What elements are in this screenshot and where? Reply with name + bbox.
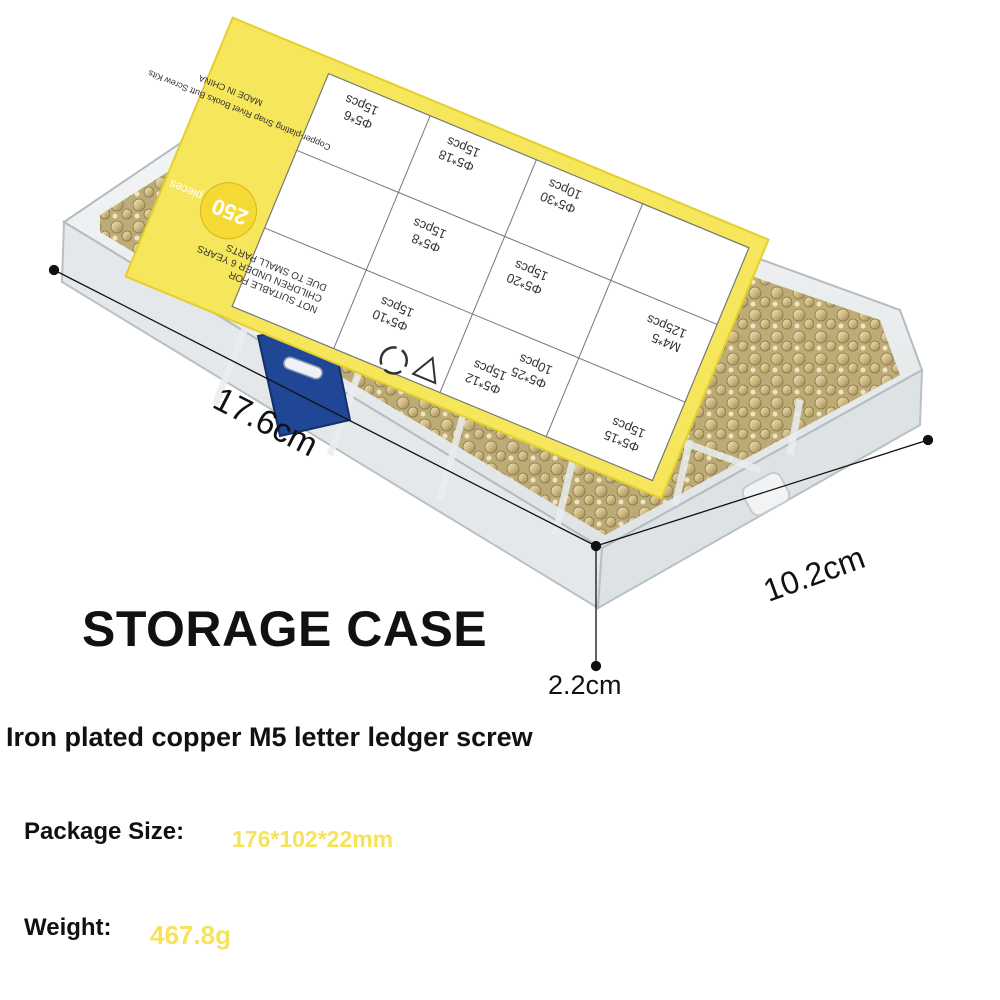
dimension-endpoint [590, 660, 602, 672]
headline: STORAGE CASE [82, 601, 488, 657]
weight-value: 467.8g [150, 920, 231, 950]
case-label: Φ5*30 10pcs Φ5*18 15pcs Φ5*6 15pcs Φ5*20… [124, 16, 770, 500]
height-dimension-label: 2.2cm [548, 670, 622, 700]
label-grid [264, 115, 718, 437]
width-dimension-label: 10.2cm [759, 539, 870, 609]
dimension-endpoint [922, 434, 934, 446]
recycle-icon [379, 346, 409, 375]
package-size-label: Package Size: [24, 818, 185, 845]
dimension-endpoint [590, 540, 602, 552]
package-size-value: 176*102*22mm [232, 826, 394, 852]
warning-triangle-icon [411, 356, 437, 385]
dimension-lines [48, 264, 934, 672]
count-badge [199, 182, 257, 240]
width-dimension-line [595, 439, 929, 547]
case-hang-tab [741, 471, 791, 517]
dimension-endpoint [48, 264, 60, 276]
weight-label: Weight: [24, 914, 112, 941]
product-subtitle: Iron plated copper M5 letter ledger scre… [6, 722, 533, 752]
length-dimension-line [53, 269, 597, 547]
